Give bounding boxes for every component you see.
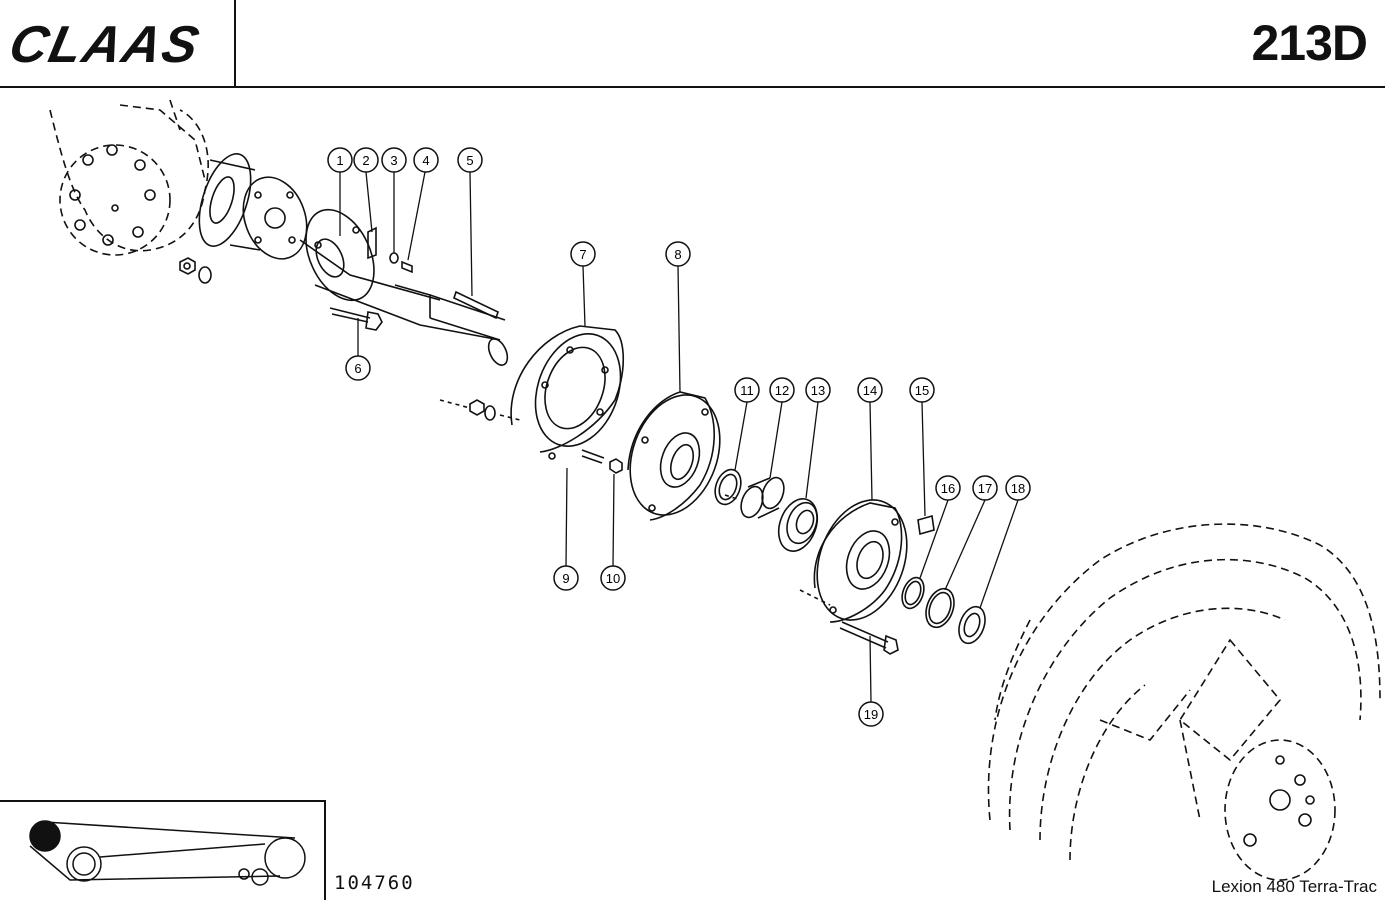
svg-text:18: 18	[1011, 481, 1025, 496]
svg-text:13: 13	[811, 383, 825, 398]
part-15-grease-nipple	[917, 514, 935, 536]
locator-inset	[0, 800, 326, 900]
gearbox-nut-washer	[179, 257, 212, 284]
page-code: 213D	[1251, 15, 1368, 71]
svg-text:9: 9	[562, 571, 569, 586]
part-5-key	[453, 290, 499, 320]
callout-bubbles: 1 2 3 4 5 6 7 8 9 10 11 12 13 14 15 16 1…	[327, 147, 1031, 727]
claas-logo: CLAAS	[4, 16, 205, 74]
locator-active-marker	[29, 820, 61, 852]
callout-2: 2	[353, 147, 379, 173]
brand-box: CLAAS	[0, 0, 236, 88]
housing-nut-washer	[469, 399, 496, 421]
svg-text:8: 8	[674, 247, 681, 262]
svg-text:17: 17	[978, 481, 992, 496]
gearbox-housing	[49, 99, 209, 256]
callout-19: 19	[858, 701, 884, 727]
svg-text:1: 1	[336, 153, 343, 168]
leader-lines	[339, 171, 1019, 703]
gearbox-output-flange	[242, 176, 308, 260]
part-17-ring	[925, 587, 955, 629]
svg-text:11: 11	[740, 383, 754, 398]
assembly-axis	[439, 399, 831, 606]
callout-7: 7	[570, 241, 596, 267]
part-2-locking-plate	[367, 226, 377, 260]
callout-3: 3	[381, 147, 407, 173]
part-6-hex-bolt	[329, 307, 383, 331]
gearbox-adapter-flange	[198, 153, 261, 251]
svg-text:7: 7	[579, 247, 586, 262]
callout-10: 10	[600, 565, 626, 591]
svg-text:3: 3	[390, 153, 397, 168]
callout-14: 14	[857, 377, 883, 403]
callout-16: 16	[935, 475, 961, 501]
part-8-flange-plate	[627, 391, 721, 521]
callout-4: 4	[413, 147, 439, 173]
callout-12: 12	[769, 377, 795, 403]
gearbox-bolt-circle	[69, 144, 156, 246]
part-12-sleeve	[740, 476, 785, 519]
part-7-bearing-housing	[510, 325, 625, 460]
callout-5: 5	[457, 147, 483, 173]
page-code-rule	[1235, 86, 1385, 88]
callout-1: 1	[327, 147, 353, 173]
wheel-hub	[1243, 755, 1315, 847]
svg-text:4: 4	[422, 153, 429, 168]
part-13-ball-bearing	[777, 498, 819, 552]
part-1-drive-shaft-flange	[299, 208, 509, 366]
callout-18: 18	[1005, 475, 1031, 501]
part-11-o-ring	[714, 468, 742, 506]
part-10-nut	[609, 458, 623, 474]
svg-text:16: 16	[941, 481, 955, 496]
header-rule	[236, 86, 1236, 88]
drawing-number: 104760	[334, 872, 415, 894]
part-16-o-ring	[901, 576, 925, 610]
part-19-long-bolt	[839, 621, 899, 655]
callout-6: 6	[345, 355, 371, 381]
part-4-bolt	[401, 260, 413, 274]
drive-wheel	[987, 523, 1381, 881]
callout-17: 17	[972, 475, 998, 501]
callout-15: 15	[909, 377, 935, 403]
part-14-bearing-cover	[813, 499, 908, 623]
brand-logo-text: CLAAS	[4, 16, 205, 74]
part-18-lock-nut	[958, 605, 986, 645]
callout-8: 8	[665, 241, 691, 267]
svg-text:15: 15	[915, 383, 929, 398]
svg-text:2: 2	[362, 153, 369, 168]
svg-text:19: 19	[864, 707, 878, 722]
part-9-stud	[581, 449, 605, 464]
machine-model-label: Lexion 480 Terra-Trac	[1211, 877, 1377, 896]
locator-inset-drawing	[29, 820, 306, 886]
svg-text:5: 5	[466, 153, 473, 168]
callout-11: 11	[734, 377, 760, 403]
svg-text:12: 12	[775, 383, 789, 398]
callout-13: 13	[805, 377, 831, 403]
callout-9: 9	[553, 565, 579, 591]
svg-text:10: 10	[606, 571, 620, 586]
svg-text:6: 6	[354, 361, 361, 376]
svg-text:14: 14	[863, 383, 877, 398]
part-3-washer	[389, 252, 399, 264]
